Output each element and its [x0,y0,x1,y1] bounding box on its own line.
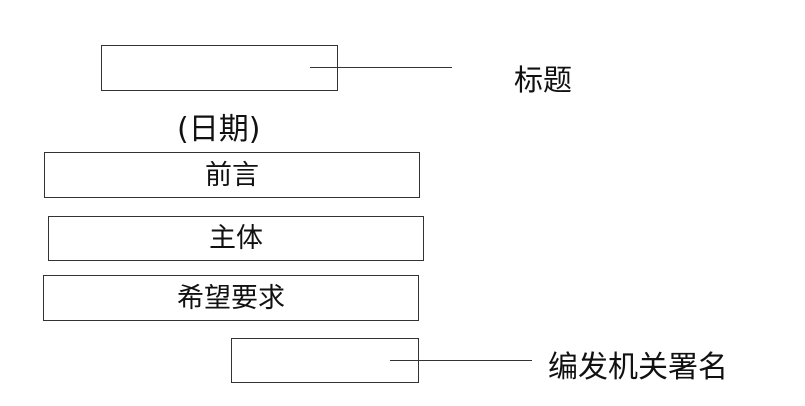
title-leader-line [310,67,452,68]
signature-leader-line [390,360,532,361]
request-box: 希望要求 [43,275,419,321]
preface-box: 前言 [44,152,420,198]
title-box [101,45,338,91]
preface-text: 前言 [205,159,259,191]
date-label: (日期) [177,112,261,147]
title-label: 标题 [514,63,573,97]
body-text: 主体 [209,223,263,254]
request-text: 希望要求 [177,282,285,314]
body-box: 主体 [48,216,424,261]
signature-label: 编发机关署名 [548,350,728,385]
signature-box [231,338,419,383]
